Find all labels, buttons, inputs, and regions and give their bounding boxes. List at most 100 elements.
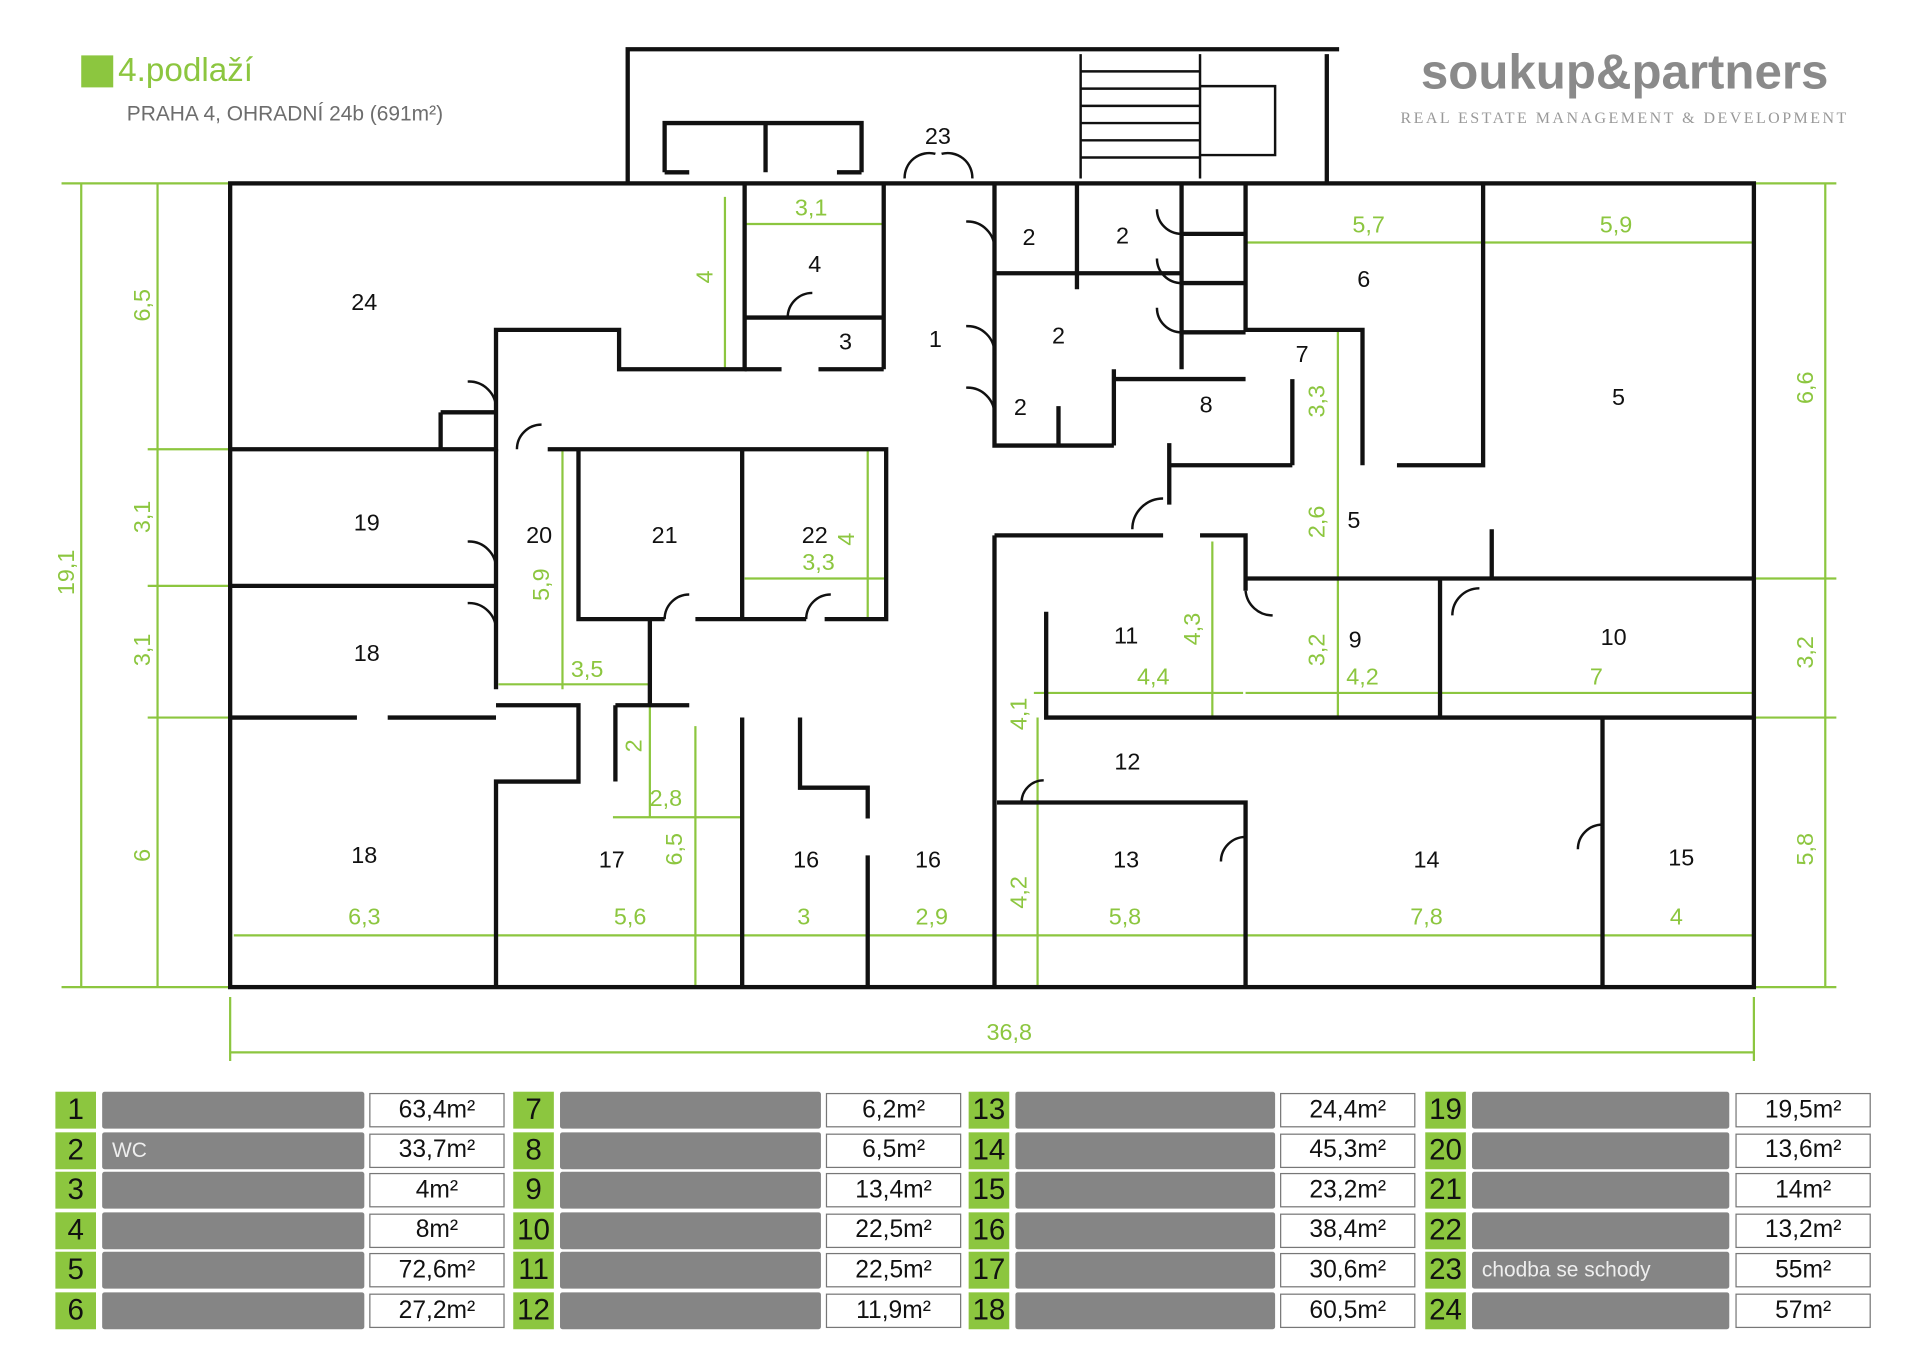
- room-number: 21: [1425, 1171, 1466, 1209]
- room-label: 21: [652, 522, 678, 548]
- dim-label: 2,8: [650, 785, 683, 811]
- room-name: [1472, 1171, 1730, 1209]
- room-label: 18: [351, 842, 377, 868]
- room-label: 24: [351, 289, 377, 315]
- room-label: 2: [1116, 223, 1129, 249]
- dim-label: 4: [833, 533, 859, 546]
- room-name: [102, 1252, 365, 1290]
- dim-label: 4,4: [1137, 663, 1170, 689]
- dim-label: 3,3: [802, 549, 835, 575]
- title-marker: [81, 54, 114, 87]
- room-number: 2: [55, 1131, 97, 1169]
- dim-label: 7,8: [1410, 903, 1443, 929]
- room-name: WC: [102, 1131, 365, 1169]
- room-label: 5: [1347, 507, 1360, 533]
- floor-title: 4.podlaží: [81, 52, 253, 90]
- room-number: 14: [968, 1131, 1010, 1169]
- room-number: 6: [55, 1292, 97, 1330]
- room-name: [1472, 1131, 1730, 1169]
- room-area: 57m²: [1735, 1293, 1871, 1329]
- room-area: 14m²: [1735, 1173, 1871, 1208]
- room-number: 12: [513, 1292, 554, 1330]
- dim-label: 6: [129, 849, 155, 862]
- dim-label: 4,3: [1179, 613, 1205, 646]
- room-label: 7: [1296, 341, 1309, 367]
- dim-label: 36,8: [987, 1019, 1033, 1045]
- room-area: 23,2m²: [1280, 1173, 1416, 1208]
- room-area: 60,5m²: [1280, 1293, 1416, 1329]
- dim-label: 7: [1590, 663, 1603, 689]
- room-label: 12: [1114, 748, 1140, 774]
- room-label: 9: [1349, 626, 1362, 652]
- room-name: [1472, 1091, 1730, 1129]
- room-area: 8m²: [369, 1213, 505, 1248]
- room-area: 13,2m²: [1735, 1213, 1871, 1248]
- room-label: 2: [1014, 394, 1027, 420]
- dim-label: 4,2: [1346, 663, 1379, 689]
- room-label: 23: [925, 123, 951, 149]
- room-number: 11: [513, 1252, 554, 1290]
- room-number: 22: [1425, 1212, 1466, 1250]
- room-area: 6,2m²: [825, 1092, 962, 1128]
- address-subtitle: PRAHA 4, OHRADNÍ 24b (691m²): [126, 102, 444, 126]
- room-area: 11,9m²: [825, 1293, 962, 1329]
- room-area: 63,4m²: [369, 1092, 505, 1128]
- room-number: 24: [1425, 1292, 1466, 1330]
- dim-label: 6,5: [129, 289, 155, 322]
- room-label: 6: [1357, 266, 1370, 292]
- room-name: [560, 1171, 821, 1209]
- room-name: [560, 1212, 821, 1250]
- dim-label: 4,1: [1006, 698, 1032, 731]
- room-number: 23: [1425, 1252, 1466, 1290]
- room-number: 4: [55, 1212, 97, 1250]
- dim-label: 6,6: [1792, 371, 1818, 403]
- room-label: 10: [1601, 624, 1627, 650]
- dim-label: 5,6: [614, 903, 647, 929]
- dim-label: 3,3: [1303, 385, 1329, 418]
- dim-label: 3,1: [129, 501, 155, 534]
- dim-label: 2,9: [915, 903, 947, 929]
- dim-label: 5,8: [1792, 833, 1818, 866]
- room-number: 18: [968, 1292, 1010, 1330]
- room-name: [102, 1091, 365, 1129]
- dim-label: 3,5: [571, 656, 604, 682]
- dim-label: 3,2: [1303, 634, 1329, 667]
- room-area: 24,4m²: [1280, 1092, 1416, 1128]
- dim-label: 3,1: [795, 194, 827, 220]
- watermark-tagline: REAL ESTATE MANAGEMENT & DEVELOPMENT: [1401, 110, 1849, 127]
- dim-label: 3,2: [1792, 636, 1818, 669]
- room-labels: 24 4 3 1 2 2 2 2 8 7 6 5 5 19 20 21 22 1…: [351, 123, 1694, 873]
- room-number: 1: [55, 1091, 97, 1129]
- room-number: 19: [1425, 1091, 1466, 1129]
- room-name: [1472, 1292, 1730, 1330]
- watermark-brand: soukup&partners: [1421, 45, 1829, 100]
- dim-label: 5,7: [1352, 212, 1385, 238]
- dim-label: 4: [1670, 903, 1683, 929]
- room-number: 3: [55, 1171, 97, 1209]
- floor-plan: 24 4 3 1 2 2 2 2 8 7 6 5 5 19 20 21 22 1…: [53, 45, 1849, 1061]
- room-label: 5: [1612, 384, 1625, 410]
- room-number: 15: [968, 1171, 1010, 1209]
- room-label: 2: [1052, 322, 1065, 348]
- walls: [228, 47, 1757, 990]
- room-number: 8: [513, 1131, 554, 1169]
- dim-label: 4,2: [1006, 876, 1032, 909]
- room-name: [560, 1292, 821, 1330]
- room-name: [102, 1292, 365, 1330]
- dim-label: 5,9: [1600, 212, 1633, 238]
- room-label: 19: [354, 509, 380, 535]
- dim-label: 5,9: [528, 568, 554, 601]
- room-name: [102, 1212, 365, 1250]
- dim-label: 5,8: [1109, 903, 1142, 929]
- room-number: 17: [968, 1252, 1010, 1290]
- room-area: 13,4m²: [825, 1173, 962, 1208]
- floor-title-text: 4.podlaží: [118, 51, 254, 89]
- room-area: 72,6m²: [369, 1253, 505, 1288]
- room-name: [1015, 1171, 1276, 1209]
- dim-label: 19,1: [53, 550, 79, 596]
- dim-label: 6,3: [348, 903, 381, 929]
- room-label: 11: [1114, 623, 1138, 649]
- room-number: 16: [968, 1212, 1010, 1250]
- dim-label: 3: [797, 903, 810, 929]
